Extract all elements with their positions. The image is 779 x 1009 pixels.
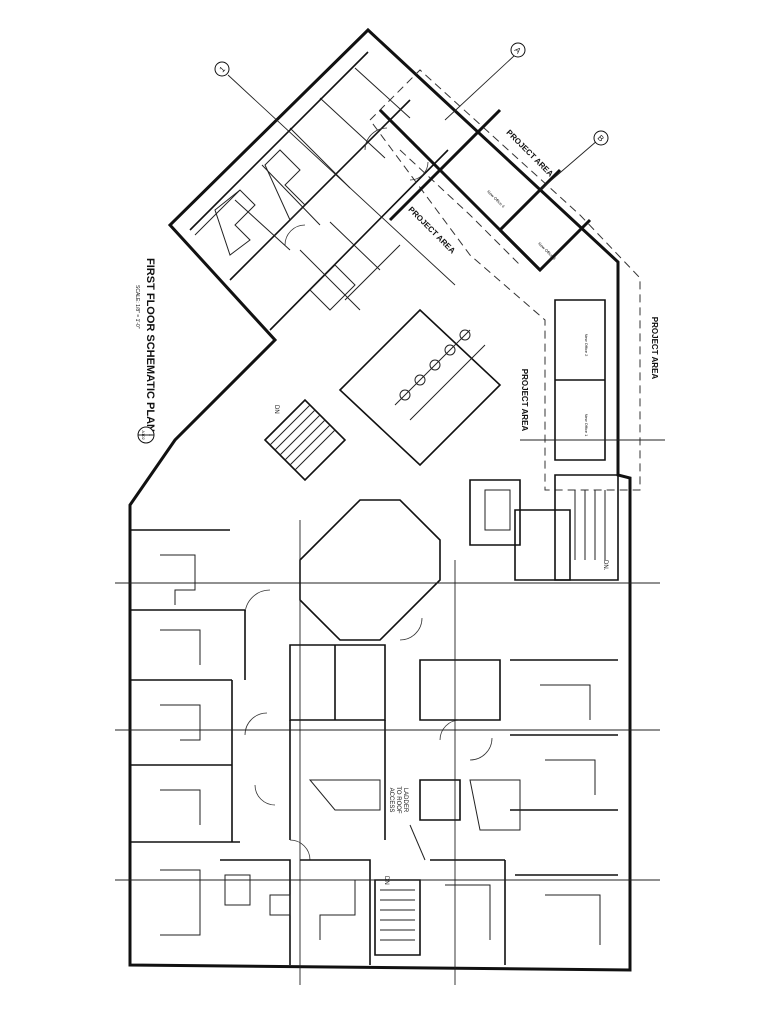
grid-bubble-a-label: A [513, 45, 524, 56]
stair-down-label-upper: DN [273, 405, 279, 414]
drawing-title: FIRST FLOOR SCHEMATIC PLAN [144, 258, 156, 432]
project-area-label-2: PROJECT AREA [407, 205, 458, 256]
grid-bubble-1: 1 [214, 61, 230, 77]
new-office-1-label: New Office 1 [584, 414, 589, 438]
new-office-4-label: New Office 4 [486, 189, 506, 209]
new-office-3-label: New Office 3 [537, 241, 557, 261]
grid-lines [115, 54, 665, 985]
upper-stair [263, 398, 347, 482]
project-area-label-4: PROJECT AREA [650, 317, 659, 380]
grid-bubble-1-label: 1 [218, 64, 228, 74]
south-stair [374, 879, 421, 956]
new-office-5-label: New Office 5 [401, 131, 421, 151]
center-offices [289, 644, 461, 861]
stair-down-label-east: DN. [602, 560, 608, 571]
restroom-core [338, 308, 502, 467]
new-office-2-label: New Office 2 [584, 334, 589, 358]
building-outline [128, 27, 632, 972]
ladder-note-line-3: ACCESS [388, 788, 394, 813]
west-offices [130, 529, 276, 936]
grid-bubble-b: B [593, 130, 609, 146]
east-offices [419, 659, 618, 945]
stair-down-label-south: DN [383, 876, 389, 885]
ladder-note-line-1: LADDER [402, 788, 408, 813]
ladder-note-line-2: TO ROOF [395, 786, 401, 814]
sheet-reference-sheet: A102 [141, 430, 146, 440]
central-hub [244, 499, 441, 641]
drawing-scale: SCALE: 1/8" = 1'-0" [134, 285, 140, 329]
project-area-label-1: PROJECT AREA [505, 128, 556, 179]
drawing-title-block: FIRST FLOOR SCHEMATIC PLAN SCALE: 1/8" =… [134, 258, 156, 444]
upper-wing [189, 51, 449, 331]
grid-bubble-b-label: B [596, 133, 606, 143]
east-core [469, 474, 619, 581]
project-area-label-3: PROJECT AREA [520, 369, 529, 432]
ladder-note: LADDER TO ROOF ACCESS [388, 786, 426, 861]
grid-bubble-a: A [510, 42, 526, 58]
sheet-reference-number: 1 [148, 434, 153, 437]
project-area-outline [369, 69, 641, 491]
south-offices [220, 859, 506, 965]
